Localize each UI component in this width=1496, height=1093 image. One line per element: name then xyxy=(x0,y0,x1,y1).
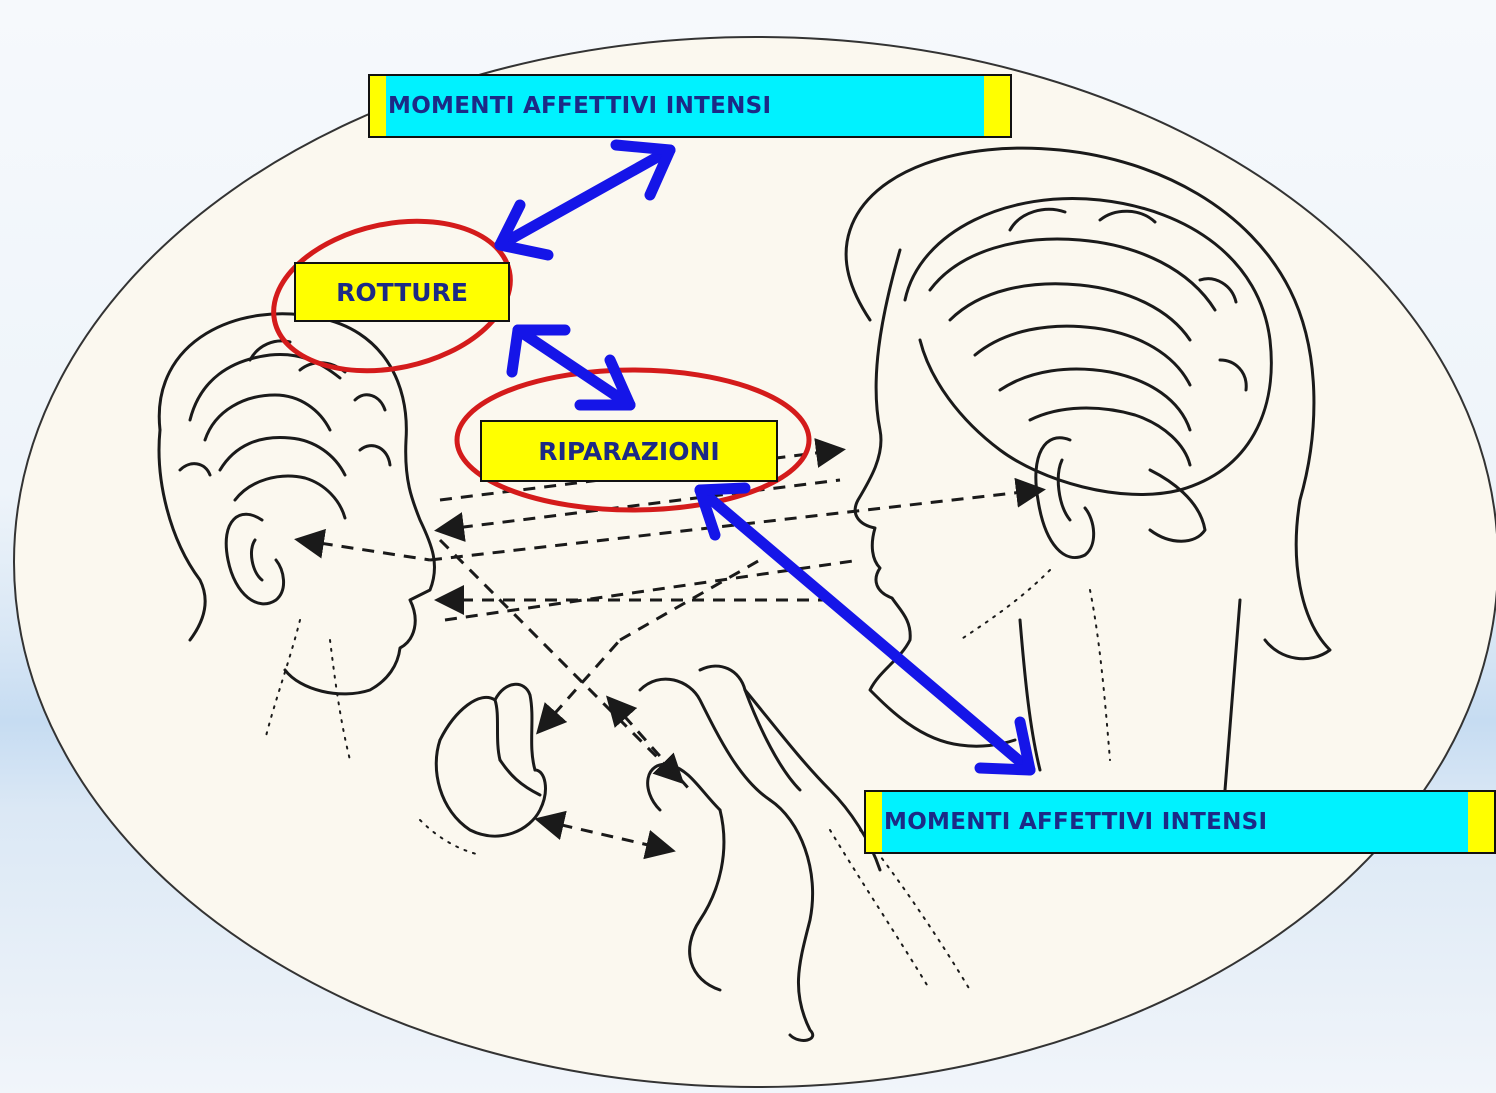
label-momenti-affettivi-bottom-text: MOMENTI AFFETTIVI INTENSI xyxy=(884,809,1267,835)
label-momenti-affettivi-bottom: MOMENTI AFFETTIVI INTENSI xyxy=(864,790,1496,854)
label-momenti-affettivi-top-text: MOMENTI AFFETTIVI INTENSI xyxy=(388,93,771,119)
label-rotture-text: ROTTURE xyxy=(336,278,468,307)
label-riparazioni-text: RIPARAZIONI xyxy=(538,437,719,466)
label-riparazioni: RIPARAZIONI xyxy=(480,420,778,482)
label-rotture: ROTTURE xyxy=(294,262,510,322)
label-momenti-affettivi-top: MOMENTI AFFETTIVI INTENSI xyxy=(368,74,1012,138)
